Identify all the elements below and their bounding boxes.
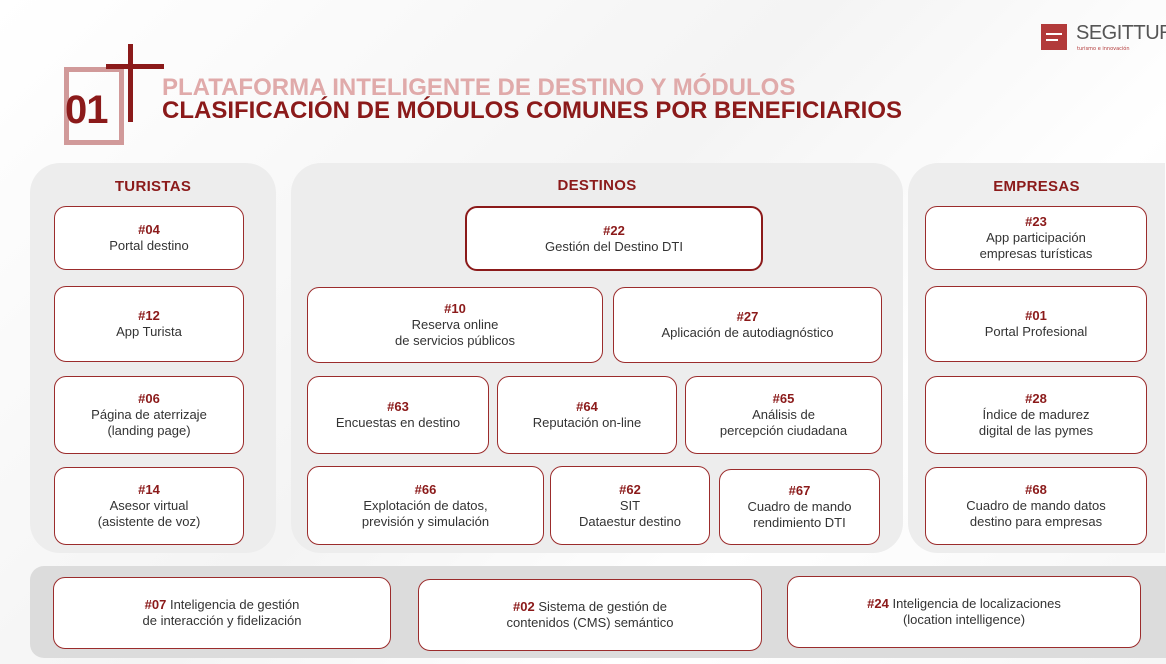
plus-icon-vertical [128, 44, 133, 122]
group-title-empresas: EMPRESAS [993, 178, 1080, 195]
module-label: Reputación on-line [532, 415, 642, 430]
module-label: #24 Inteligencia de localizaciones [867, 596, 1061, 612]
module-label: Portal Profesional [984, 324, 1088, 339]
module-code: #06 [138, 391, 160, 406]
module-card-06[interactable]: #06 Página de aterrizaje (landing page) [54, 376, 244, 454]
module-label: previsión y simulación [361, 513, 490, 529]
module-card-22[interactable]: #22 Gestión del Destino DTI [465, 206, 763, 271]
module-code: #12 [138, 308, 160, 323]
module-label: App participación [986, 230, 1086, 245]
segittur-logo-icon [1041, 24, 1067, 50]
module-card-23[interactable]: #23 App participación empresas turística… [925, 206, 1147, 270]
module-card-02[interactable]: #02 Sistema de gestión de contenidos (CM… [418, 579, 762, 651]
module-label: (asistente de voz) [97, 514, 201, 529]
section-number-frame [64, 67, 124, 145]
module-card-62[interactable]: #62 SIT Dataestur destino [550, 466, 710, 545]
module-label: Asesor virtual [109, 498, 189, 513]
module-code: #63 [387, 399, 409, 414]
module-card-28[interactable]: #28 Índice de madurez digital de las pym… [925, 376, 1147, 454]
module-label: Análisis de [752, 407, 815, 422]
module-label: de servicios públicos [395, 333, 515, 348]
group-title-turistas: TURISTAS [114, 178, 192, 195]
module-card-12[interactable]: #12 App Turista [54, 286, 244, 362]
module-card-27[interactable]: #27 Aplicación de autodiagnóstico [613, 287, 882, 363]
module-label: percepción ciudadana [719, 423, 848, 438]
module-label: App Turista [116, 324, 182, 339]
module-code: #04 [138, 222, 160, 237]
module-label: SIT [619, 497, 641, 513]
module-label: #07 Inteligencia de gestión [145, 597, 300, 613]
module-label: #02 Sistema de gestión de [513, 599, 667, 615]
module-label-text: Inteligencia de gestión [169, 597, 300, 612]
module-code: #02 [513, 599, 535, 614]
module-code: #10 [444, 301, 466, 316]
module-card-66[interactable]: #66 Explotación de datos, previsión y si… [307, 466, 544, 545]
logo-tagline: turismo e innovación [1077, 46, 1130, 52]
module-card-63[interactable]: #63 Encuestas en destino [307, 376, 489, 454]
module-label: Dataestur destino [579, 513, 681, 529]
module-code: #22 [603, 222, 625, 238]
module-card-04[interactable]: #04 Portal destino [54, 206, 244, 270]
module-label: Cuadro de mando datos [966, 498, 1106, 513]
module-label: digital de las pymes [978, 423, 1094, 438]
module-code: #65 [772, 391, 795, 406]
module-label: Reserva online [411, 317, 499, 332]
module-card-24[interactable]: #24 Inteligencia de localizaciones (loca… [787, 576, 1141, 648]
module-code: #68 [1025, 482, 1047, 497]
module-code: #28 [1025, 391, 1047, 406]
page-subtitle: PLATAFORMA INTELIGENTE DE DESTINO Y MÓDU… [162, 74, 796, 101]
module-label: Aplicación de autodiagnóstico [661, 325, 834, 340]
logo-name: SEGITTUR [1076, 22, 1166, 44]
module-card-68[interactable]: #68 Cuadro de mando datos destino para e… [925, 467, 1147, 545]
module-label: Portal destino [109, 238, 189, 253]
module-label: Cuadro de mando [747, 499, 852, 514]
module-label: contenidos (CMS) semántico [506, 615, 674, 630]
module-code: #01 [1025, 308, 1047, 323]
module-label: Explotación de datos, [363, 497, 488, 513]
module-card-10[interactable]: #10 Reserva online de servicios públicos [307, 287, 603, 363]
module-code: #07 [144, 597, 167, 612]
module-label: Índice de madurez [982, 407, 1090, 422]
module-code: #23 [1025, 214, 1047, 229]
module-label: (location intelligence) [902, 612, 1026, 627]
section-number: 01 [65, 88, 108, 132]
page-title: CLASIFICACIÓN DE MÓDULOS COMUNES POR BEN… [162, 97, 903, 124]
group-title-destinos: DESTINOS [557, 177, 637, 194]
module-card-14[interactable]: #14 Asesor virtual (asistente de voz) [54, 467, 244, 545]
module-label: destino para empresas [969, 514, 1103, 529]
module-code: #66 [414, 481, 437, 497]
module-card-67[interactable]: #67 Cuadro de mando rendimiento DTI [719, 469, 880, 545]
module-label: rendimiento DTI [753, 515, 846, 530]
module-label-text: Sistema de gestión de [538, 599, 667, 614]
module-code: #14 [138, 482, 160, 497]
module-label: de interacción y fidelización [142, 613, 302, 628]
module-label-text: Inteligencia de localizaciones [892, 596, 1061, 611]
module-label: (landing page) [107, 423, 191, 438]
module-card-01[interactable]: #01 Portal Profesional [925, 286, 1147, 362]
module-label: empresas turísticas [979, 246, 1093, 261]
module-card-07[interactable]: #07 Inteligencia de gestión de interacci… [53, 577, 391, 649]
module-code: #24 [867, 596, 889, 611]
module-label: Página de aterrizaje [91, 407, 207, 422]
module-code: #67 [788, 483, 811, 498]
module-label: Gestión del Destino DTI [544, 238, 683, 254]
module-card-65[interactable]: #65 Análisis de percepción ciudadana [685, 376, 882, 454]
module-card-64[interactable]: #64 Reputación on-line [497, 376, 677, 454]
module-code: #62 [619, 481, 641, 497]
module-code: #64 [576, 399, 598, 414]
module-code: #27 [736, 309, 759, 324]
plus-icon-horizontal [106, 64, 164, 69]
module-label: Encuestas en destino [335, 415, 461, 430]
